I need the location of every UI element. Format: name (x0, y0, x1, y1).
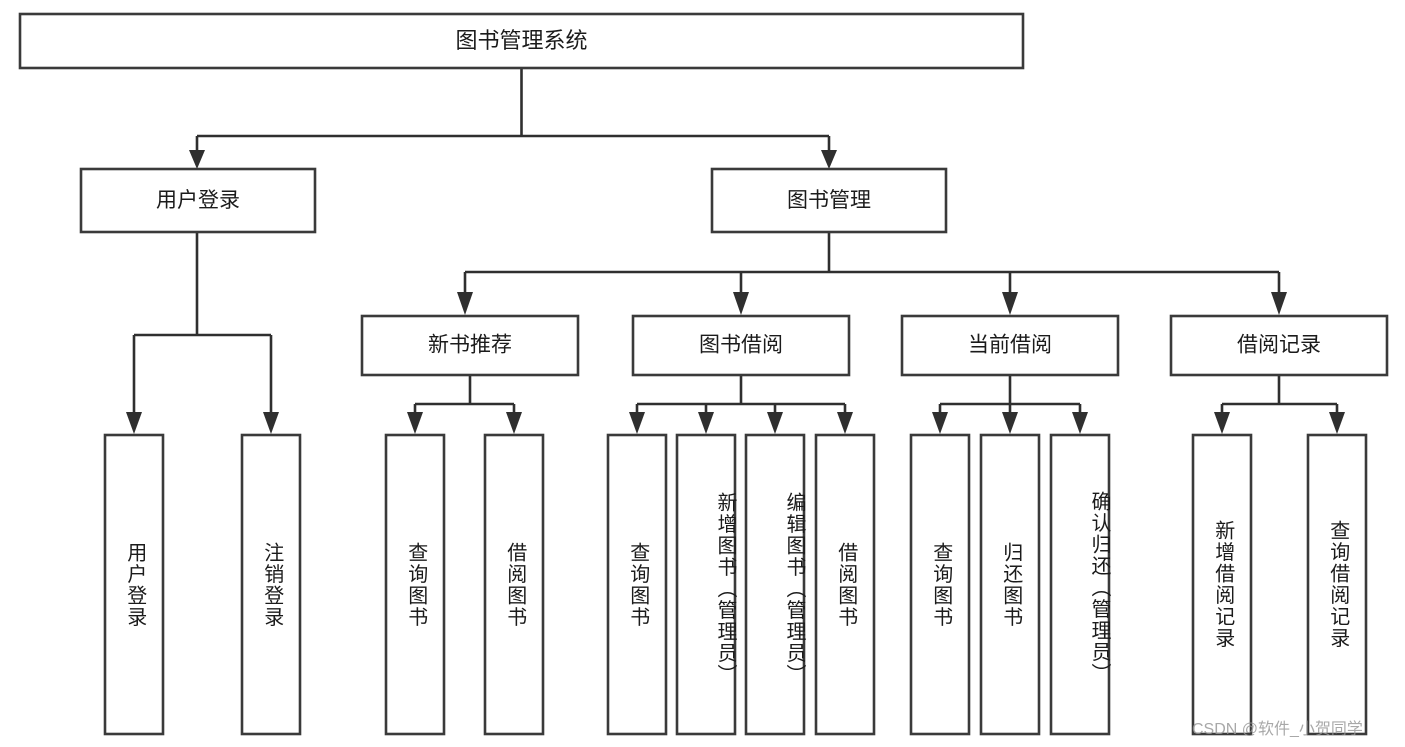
leaf-user-logout-box[interactable] (240, 433, 302, 736)
node-root[interactable]: 图书管理系统 (18, 12, 1025, 70)
leaf-borrow-book-2-box[interactable] (814, 433, 876, 736)
arrow-head-book-management (821, 150, 837, 169)
node-current-borrow-label: 当前借阅 (968, 334, 1052, 357)
leaf-return-book-box[interactable] (979, 433, 1041, 736)
arrow-head-leaf-edit-book (767, 412, 783, 434)
leaf-add-book-box[interactable] (675, 433, 737, 736)
leaf-query-book-1-box[interactable] (384, 433, 446, 736)
leaf-box-layer (103, 433, 1368, 736)
node-book-borrow-label: 图书借阅 (699, 334, 783, 357)
node-borrow-record-label: 借阅记录 (1237, 334, 1321, 357)
node-book-management-box[interactable] (710, 167, 948, 234)
arrow-head-borrow-record (1271, 292, 1287, 315)
arrow-head-leaf-return-book (1002, 412, 1018, 434)
arrow-head-leaf-add-book (698, 412, 714, 434)
node-book-management-label: 图书管理 (787, 189, 871, 212)
leaf-query-record-box[interactable] (1306, 433, 1368, 736)
node-current-borrow[interactable]: 当前借阅 (900, 314, 1120, 377)
node-user-login-box[interactable] (79, 167, 317, 234)
arrow-head-user-login (189, 150, 205, 169)
arrow-head-leaf-add-record (1214, 412, 1230, 434)
arrow-head-new-book-recommend (457, 292, 473, 315)
node-borrow-record-box[interactable] (1169, 314, 1389, 377)
node-user-login-label: 用户登录 (156, 189, 240, 212)
arrow-head-leaf-borrow-book-2 (837, 412, 853, 434)
node-book-borrow-box[interactable] (631, 314, 851, 377)
node-new-book-recommend-box[interactable] (360, 314, 580, 377)
node-book-management[interactable]: 图书管理 (710, 167, 948, 234)
node-borrow-record[interactable]: 借阅记录 (1169, 314, 1389, 377)
leaf-add-record-box[interactable] (1191, 433, 1253, 736)
node-user-login[interactable]: 用户登录 (79, 167, 317, 234)
node-current-borrow-box[interactable] (900, 314, 1120, 377)
arrow-head-leaf-user-logout (263, 412, 279, 434)
arrow-head-book-borrow (733, 292, 749, 315)
node-new-book-recommend[interactable]: 新书推荐 (360, 314, 580, 377)
arrow-head-leaf-query-record (1329, 412, 1345, 434)
node-book-borrow[interactable]: 图书借阅 (631, 314, 851, 377)
node-root-label: 图书管理系统 (455, 28, 587, 53)
leaf-confirm-return-box[interactable] (1049, 433, 1111, 736)
arrow-head-leaf-borrow-book-1 (506, 412, 522, 434)
watermark-text: CSDN @软件_小贺同学 (1192, 721, 1363, 738)
arrow-head-current-borrow (1002, 292, 1018, 315)
leaf-query-book-3-box[interactable] (909, 433, 971, 736)
node-new-book-recommend-label: 新书推荐 (428, 334, 512, 357)
arrow-head-leaf-query-book-3 (932, 412, 948, 434)
leaf-user-login-box[interactable] (103, 433, 165, 736)
arrow-head-leaf-query-book-1 (407, 412, 423, 434)
leaf-query-book-2-box[interactable] (606, 433, 668, 736)
leaf-borrow-book-1-box[interactable] (483, 433, 545, 736)
leaf-edit-book-box[interactable] (744, 433, 806, 736)
arrow-head-leaf-query-book-2 (629, 412, 645, 434)
arrow-head-leaf-confirm-return (1072, 412, 1088, 434)
node-root-box[interactable] (18, 12, 1025, 70)
connector-layer (126, 68, 1345, 434)
arrow-head-leaf-user-login (126, 412, 142, 434)
